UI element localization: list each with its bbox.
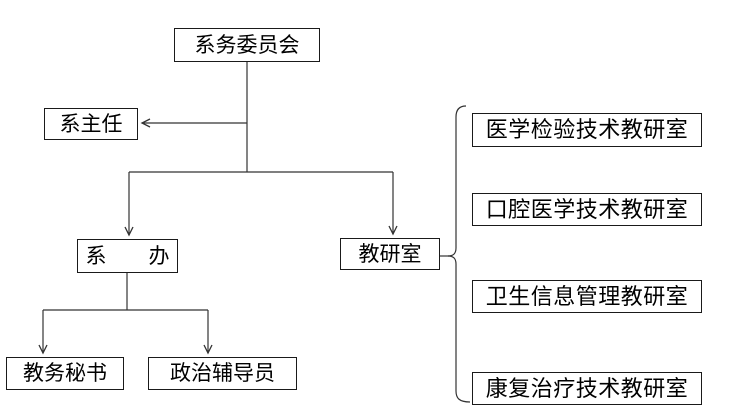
brace-right-group: [447, 105, 471, 403]
node-department-office: 系 办: [77, 239, 178, 273]
node-teaching-research-office: 教研室: [340, 238, 440, 270]
node-health-info-mgmt-office: 卫生信息管理教研室: [472, 280, 702, 313]
node-department-head: 系主任: [44, 108, 138, 140]
node-rehab-therapy-office: 康复治疗技术教研室: [472, 372, 702, 405]
node-political-counselor: 政治辅导员: [148, 357, 297, 390]
node-committee: 系务委员会: [174, 28, 320, 62]
node-dental-tech-office: 口腔医学技术教研室: [472, 193, 702, 226]
node-academic-secretary: 教务秘书: [6, 357, 124, 390]
node-medical-lab-tech-office: 医学检验技术教研室: [472, 113, 702, 147]
